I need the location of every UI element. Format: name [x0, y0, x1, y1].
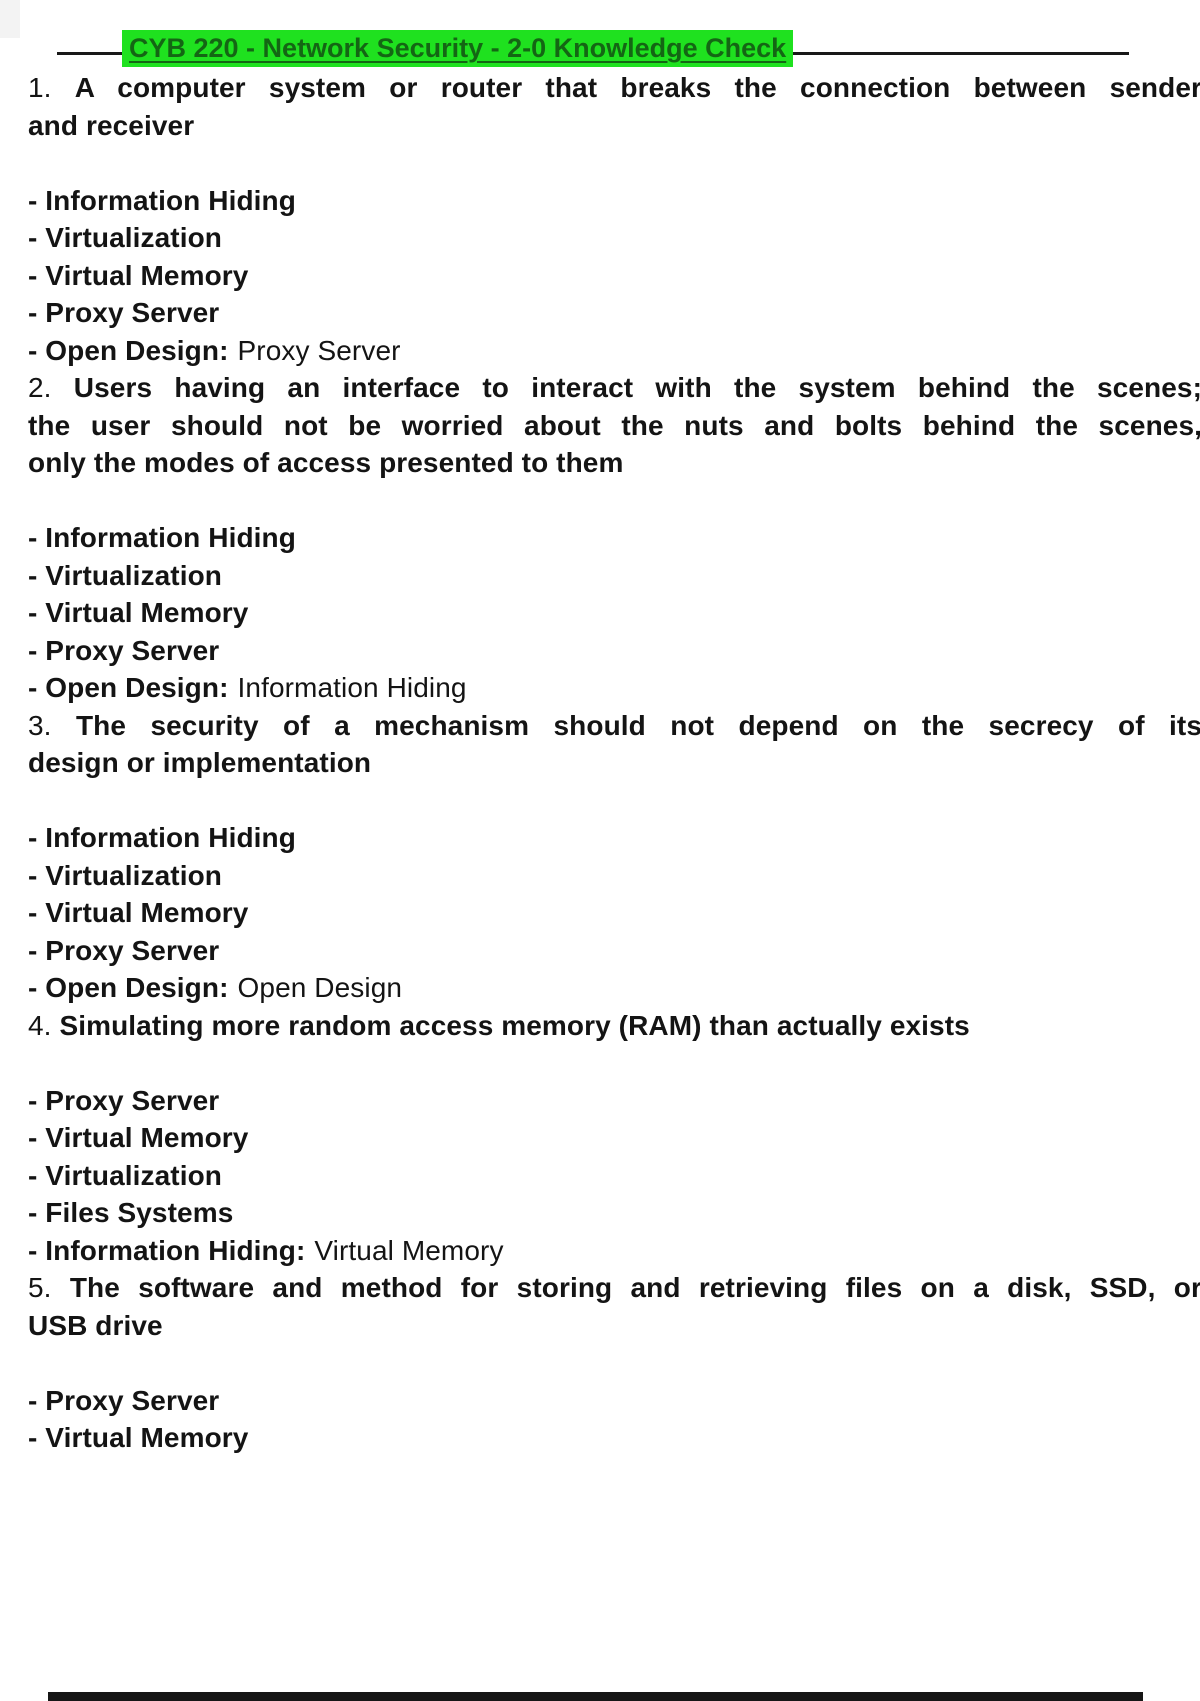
option-item: - Information Hiding — [28, 184, 296, 216]
option-item: - Proxy Server — [28, 934, 220, 966]
option-item: - Virtual Memory — [28, 1422, 249, 1453]
question-line: 2. Users having an interface to interact… — [28, 369, 1200, 407]
option-item: - Information Hiding — [28, 522, 296, 553]
option-item: - Virtual Memory — [28, 597, 249, 628]
answer-label: - Open Design: — [28, 334, 229, 366]
answer-label: - Open Design: — [28, 972, 229, 1003]
question-number: 2. — [28, 372, 52, 403]
answer-value: Virtual Memory — [314, 1234, 504, 1266]
question-text: The software and method for storing and … — [69, 1272, 1200, 1303]
question-text: A computer system or router that breaks … — [74, 72, 1200, 103]
question-line: only the modes of access presented to th… — [28, 447, 624, 478]
question-number: 3. — [28, 709, 52, 741]
option-item: - Virtual Memory — [28, 1122, 249, 1153]
question-block: 1. A computer system or router that brea… — [28, 69, 1200, 369]
question-block: 2. Users having an interface to interact… — [28, 369, 1200, 707]
option-item: - Virtual Memory — [28, 897, 249, 928]
question-line: the user should not be worried about the… — [28, 409, 1200, 441]
doc-title: CYB 220 - Network Security - 2-0 Knowled… — [122, 30, 794, 67]
question-number: 5. — [28, 1272, 52, 1303]
question-line: USB drive — [28, 1309, 163, 1341]
option-item: - Proxy Server — [28, 1084, 220, 1116]
question-block: 3. The security of a mechanism should no… — [28, 707, 1200, 1007]
answer-value: Proxy Server — [237, 334, 401, 366]
answer-line: - Open Design:Proxy Server — [28, 332, 1200, 370]
answer-value: Information Hiding — [237, 672, 467, 703]
question-text: Users having an interface to interact wi… — [73, 372, 1200, 403]
question-block: 5. The software and method for storing a… — [28, 1269, 1200, 1457]
option-item: - Files Systems — [28, 1197, 234, 1228]
question-line: 1. A computer system or router that brea… — [28, 69, 1200, 107]
option-item: - Proxy Server — [28, 297, 220, 328]
question-text: The security of a mechanism should not d… — [75, 709, 1200, 741]
scan-artifact — [0, 0, 20, 38]
option-item: - Virtual Memory — [28, 259, 249, 291]
question-line: 5. The software and method for storing a… — [28, 1269, 1200, 1307]
question-number: 4. — [28, 1009, 52, 1041]
option-item: - Virtualization — [28, 859, 222, 891]
question-line: 3. The security of a mechanism should no… — [28, 707, 1200, 745]
question-line: 4. Simulating more random access memory … — [28, 1007, 1200, 1045]
option-item: - Virtualization — [28, 559, 222, 591]
question-line: and receiver — [28, 109, 195, 141]
answer-line: - Open Design: Open Design — [28, 969, 1200, 1007]
question-number: 1. — [28, 72, 52, 103]
options-list: - Proxy Server - Virtual Memory - Virtua… — [28, 1082, 1200, 1270]
options-list: - Information Hiding - Virtualization - … — [28, 819, 1200, 1007]
options-list: - Proxy Server - Virtual Memory — [28, 1382, 1200, 1457]
answer-line: - Open Design: Information Hiding — [28, 669, 1200, 707]
question-line: design or implementation — [28, 747, 372, 778]
questions-list: 1. A computer system or router that brea… — [28, 69, 1200, 1457]
answer-line: - Information Hiding:Virtual Memory — [28, 1232, 1200, 1270]
answer-value: Open Design — [237, 972, 403, 1003]
option-item: - Proxy Server — [28, 1384, 220, 1416]
option-item: - Information Hiding — [28, 822, 296, 853]
option-item: - Virtualization — [28, 222, 222, 253]
option-item: - Proxy Server — [28, 634, 220, 666]
options-list: - Information Hiding - Virtualization - … — [28, 519, 1200, 707]
question-text: Simulating more random access memory (RA… — [59, 1009, 970, 1041]
question-block: 4. Simulating more random access memory … — [28, 1007, 1200, 1270]
options-list: - Information Hiding - Virtualization - … — [28, 182, 1200, 370]
option-item: - Virtualization — [28, 1159, 222, 1191]
answer-label: - Open Design: — [28, 672, 229, 703]
footer-rule — [48, 1692, 1143, 1701]
answer-label: - Information Hiding: — [28, 1234, 306, 1266]
